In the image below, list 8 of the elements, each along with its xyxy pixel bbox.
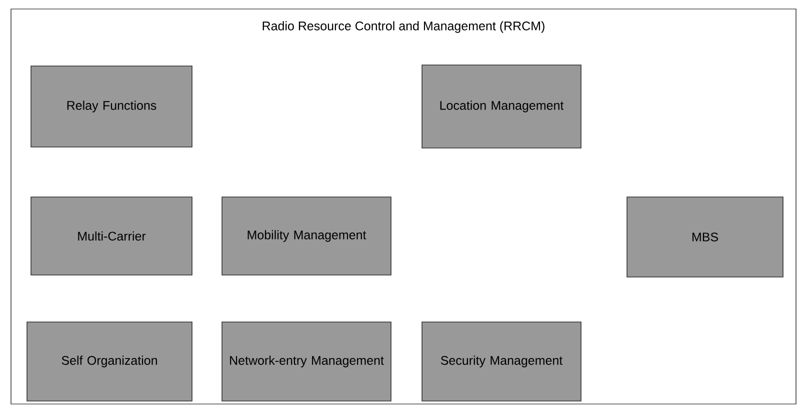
module-box: Network-entry Management: [222, 322, 392, 402]
module-box: Mobility Management: [222, 196, 392, 276]
module-box: Location Management: [422, 64, 582, 148]
module-box: Security Management: [422, 322, 582, 402]
module-box: Multi-Carrier: [30, 196, 192, 276]
module-box: MBS: [626, 196, 784, 278]
module-box: Self Organization: [26, 322, 192, 402]
module-box: Relay Functions: [30, 66, 192, 148]
